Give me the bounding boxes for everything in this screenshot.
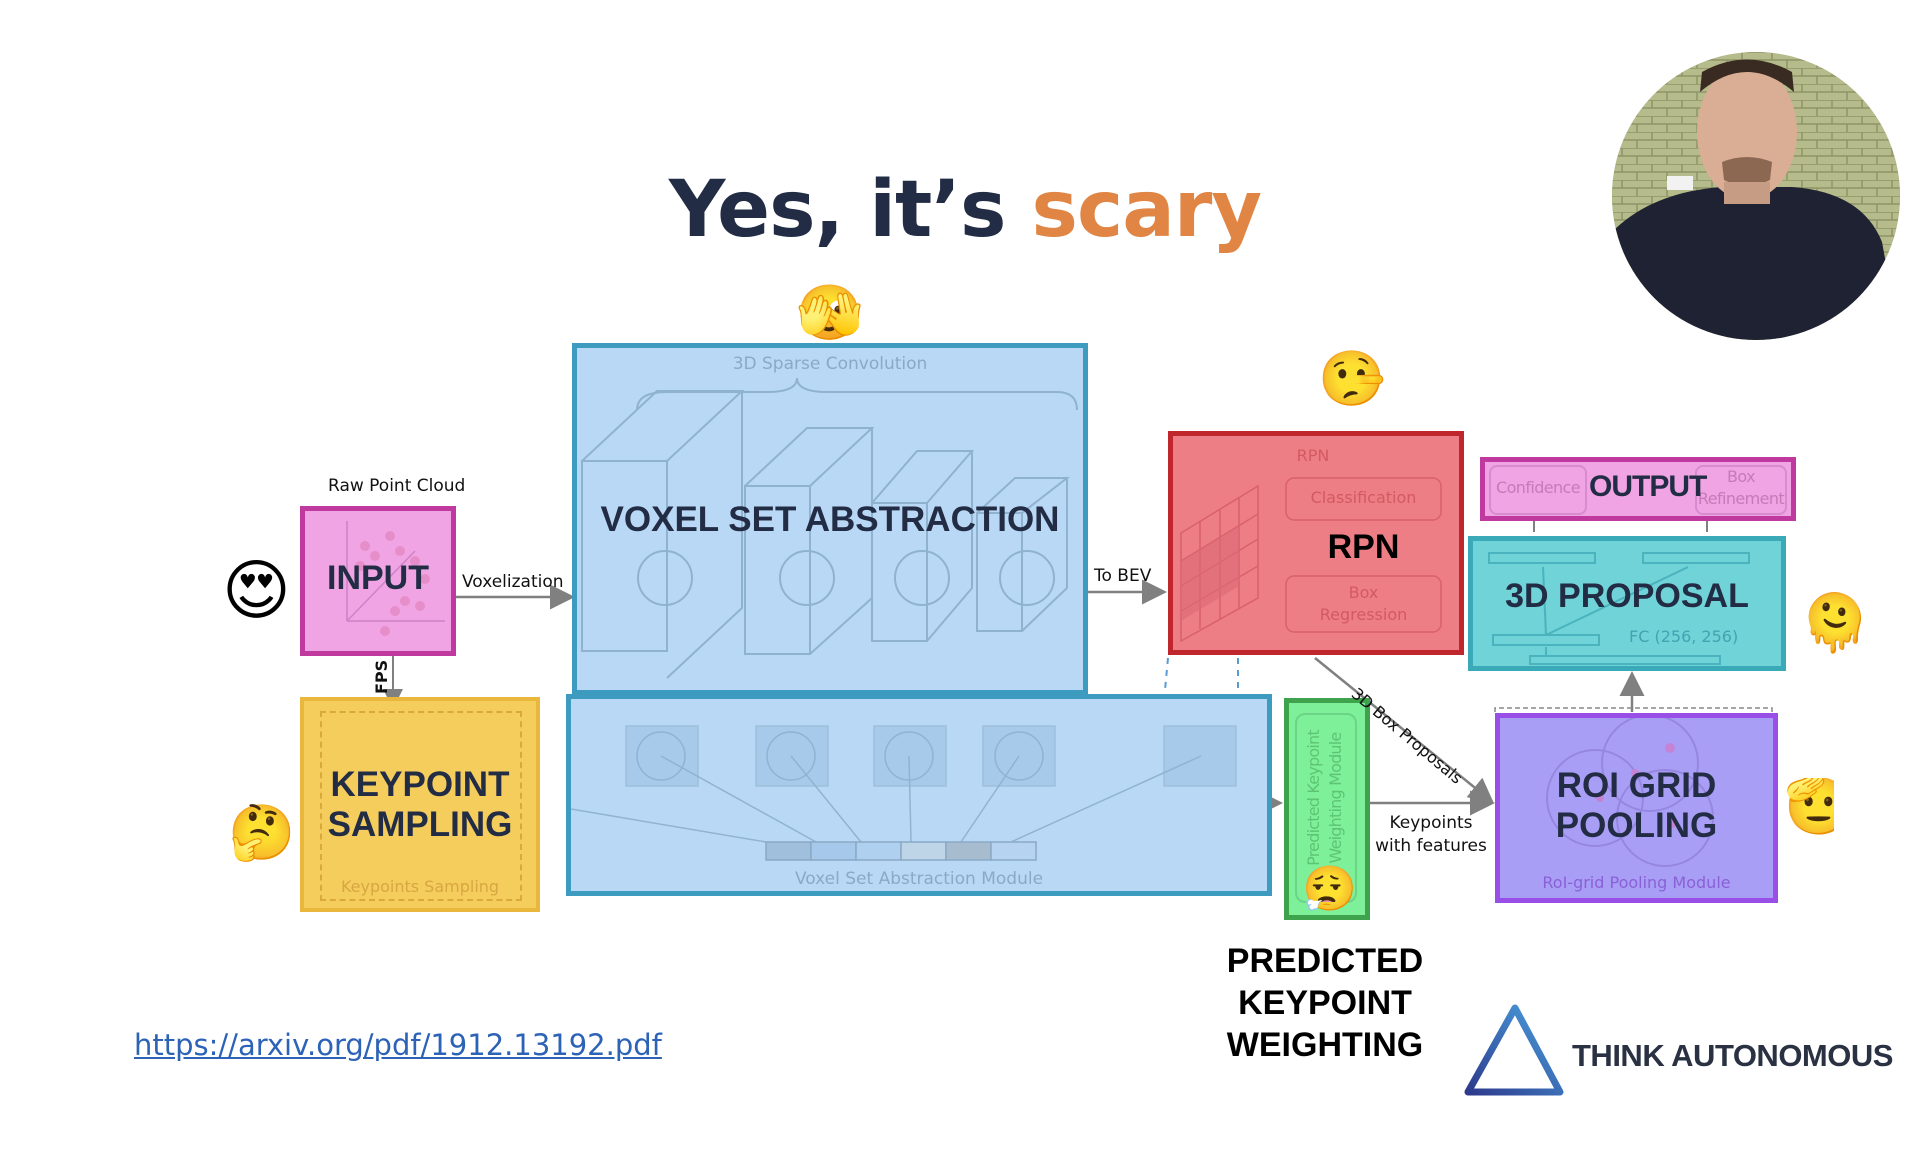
- box-regression-label: Box Regression: [1286, 582, 1441, 626]
- vsa-module-block[interactable]: Voxel Set Abstraction Module: [566, 694, 1272, 896]
- pkw-sub-line1: Predicted Keypoint: [1304, 730, 1323, 866]
- roi-grid-pooling-block[interactable]: ROI GRID POOLING RoI-grid Pooling Module: [1495, 713, 1778, 903]
- title-main: Yes, it’s: [668, 165, 1032, 255]
- box-refinement-line2: Refinement: [1697, 489, 1785, 508]
- keypoints-line1: Keypoints: [1389, 813, 1473, 833]
- triangle-logo-icon: [1464, 1004, 1564, 1096]
- pkw-caption-line3: WEIGHTING: [1226, 1026, 1424, 1064]
- box-refinement-label: Box Refinement: [1691, 466, 1791, 510]
- rpn-block[interactable]: RPN Classification Box Regression RPN: [1168, 431, 1464, 655]
- input-block[interactable]: INPUT: [300, 506, 456, 656]
- pkw-sub-label: Predicted Keypoint Weighting Module: [1303, 717, 1347, 879]
- sparse-convolution-label: 3D Sparse Convolution: [732, 354, 928, 374]
- sparse-conv-illustration: [581, 377, 1078, 679]
- output-block[interactable]: Confidence Box Refinement OUTPUT: [1480, 457, 1796, 521]
- roi-grid-pooling-label: ROI GRID POOLING: [1500, 766, 1773, 847]
- keypoint-sampling-line2: SAMPLING: [327, 805, 513, 845]
- roi-line2: POOLING: [1555, 806, 1718, 846]
- heart-eyes-emoji-icon: 😍: [222, 552, 291, 629]
- fps-label: FPS: [372, 659, 391, 694]
- voxelization-label: Voxelization: [462, 572, 564, 592]
- melting-face-emoji-icon: 🫠: [1800, 591, 1870, 656]
- pkw-caption-line1: PREDICTED: [1226, 942, 1424, 980]
- point-cloud-icon: [346, 521, 445, 636]
- peeking-emoji-icon: 🫣: [796, 281, 864, 344]
- title-accent: scary: [1031, 165, 1263, 255]
- voxel-set-abstraction-block[interactable]: 3D Sparse Convolution VOXEL SET ABSTRACT…: [572, 343, 1088, 695]
- pkw-block[interactable]: Predicted Keypoint Weighting Module: [1284, 698, 1370, 920]
- box-refinement-line1: Box: [1727, 467, 1756, 486]
- exhaling-emoji-icon: 😮‍💨: [1302, 864, 1357, 915]
- output-label: OUTPUT: [1589, 470, 1707, 503]
- paper-link[interactable]: https://arxiv.org/pdf/1912.13192.pdf: [134, 1028, 662, 1062]
- box-regression-line1: Box: [1348, 583, 1379, 602]
- keypoints-sampling-sub-label: Keypoints Sampling: [340, 877, 500, 896]
- fc-label: FC (256, 256): [1629, 627, 1739, 646]
- box-regression-line2: Regression: [1319, 605, 1408, 624]
- rpn-label: RPN: [1327, 528, 1400, 566]
- brand-name: THINK AUTONOMOUS: [1572, 1038, 1893, 1073]
- fc-layers-icon: [1488, 552, 1750, 665]
- thinking-emoji-icon: 🤔: [228, 801, 296, 864]
- roi-line1: ROI GRID: [1556, 766, 1717, 805]
- slide-title: Yes, it’s scary: [0, 165, 1930, 255]
- 3d-proposal-label: 3D PROPOSAL: [1505, 577, 1749, 615]
- presenter-image: [1612, 52, 1900, 340]
- pkw-sub-line2: Weighting Module: [1326, 732, 1345, 864]
- pkw-caption-line2: KEYPOINT: [1238, 984, 1412, 1022]
- box-proposals-arrow: [1314, 657, 1494, 804]
- bev-grid-icon: [1180, 477, 1442, 643]
- roi-grid-illustration: [1546, 718, 1714, 867]
- vsa-module-illustration: [571, 725, 1237, 861]
- presenter-webcam: [1612, 52, 1900, 340]
- input-label: INPUT: [327, 559, 429, 597]
- keypoint-sampling-label: KEYPOINT SAMPLING: [304, 765, 536, 846]
- to-bev-label: To BEV: [1094, 566, 1152, 586]
- lying-face-emoji-icon: 🤥: [1318, 347, 1386, 410]
- saluting-emoji-icon: 🫡: [1784, 778, 1834, 838]
- 3d-proposal-block[interactable]: FC (256, 256) 3D PROPOSAL: [1468, 536, 1786, 671]
- keypoints-features-label: Keypoints with features: [1372, 812, 1490, 858]
- voxel-set-abstraction-label: VOXEL SET ABSTRACTION: [600, 500, 1060, 539]
- rpn-sub-label: RPN: [1296, 446, 1330, 465]
- classification-label: Classification: [1310, 488, 1417, 507]
- confidence-label: Confidence: [1496, 478, 1581, 497]
- keypoint-sampling-line1: KEYPOINT: [330, 765, 510, 804]
- keypoint-sampling-block[interactable]: KEYPOINT SAMPLING Keypoints Sampling: [300, 697, 540, 912]
- pkw-caption: PREDICTED KEYPOINT WEIGHTING: [1200, 940, 1450, 1066]
- keypoints-line2: with features: [1375, 836, 1487, 856]
- raw-point-cloud-label: Raw Point Cloud: [328, 476, 466, 496]
- salute-emoji-clip: 🫡: [1784, 778, 1834, 848]
- roi-sub-label: RoI-grid Pooling Module: [1542, 873, 1731, 892]
- vsa-module-label: Voxel Set Abstraction Module: [794, 869, 1044, 889]
